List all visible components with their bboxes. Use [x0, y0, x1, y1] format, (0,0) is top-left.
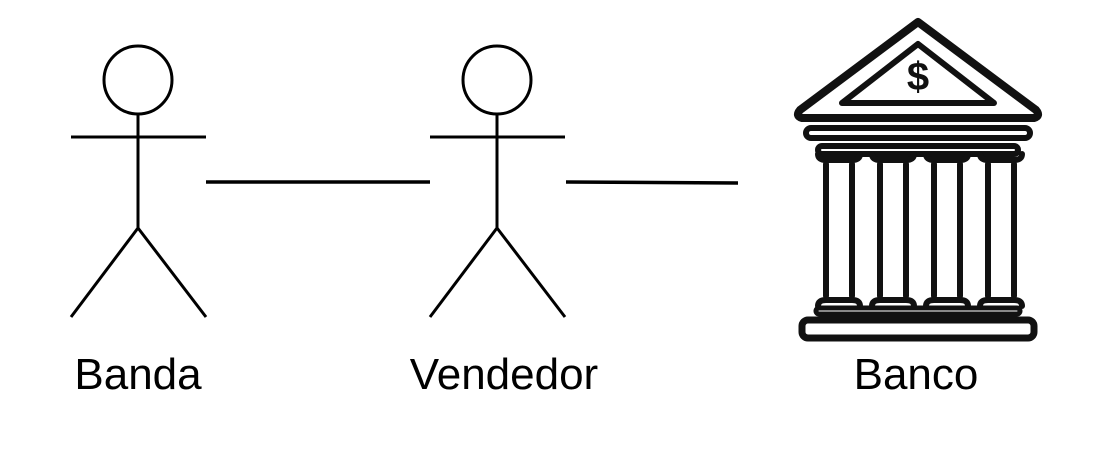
dollar-icon: $	[907, 55, 929, 99]
stick-figure-icon	[428, 44, 567, 318]
bank-base	[798, 316, 1038, 342]
bank-column	[923, 151, 971, 309]
stick-figure-icon	[69, 44, 208, 318]
bank-entablature-top	[803, 125, 1033, 141]
actor-banco: $	[793, 18, 1043, 399]
actor-left-leg	[69, 227, 140, 318]
bank-column	[977, 151, 1025, 309]
bank-columns	[815, 151, 1025, 309]
actor-right-leg	[136, 227, 208, 318]
connection-vendedor-banco	[565, 180, 739, 185]
bank-pediment	[839, 41, 997, 106]
actor-left-leg	[428, 227, 499, 318]
actor-label-banda: Banda	[74, 350, 202, 399]
actor-head	[461, 44, 533, 116]
actor-right-leg	[495, 227, 567, 318]
actor-head	[102, 44, 174, 116]
bank-roof	[793, 18, 1043, 122]
bank-building-icon: $	[793, 18, 1043, 342]
bank-column	[869, 151, 917, 309]
bank-entablature-bottom	[815, 143, 1021, 157]
bank-column	[815, 151, 863, 309]
actor-vendedor: Vendedor	[410, 44, 598, 399]
actor-label-vendedor: Vendedor	[410, 350, 598, 399]
bank-base-top	[813, 305, 1023, 317]
actor-banda: Banda	[69, 44, 208, 399]
actor-label-banco: Banco	[854, 350, 979, 399]
